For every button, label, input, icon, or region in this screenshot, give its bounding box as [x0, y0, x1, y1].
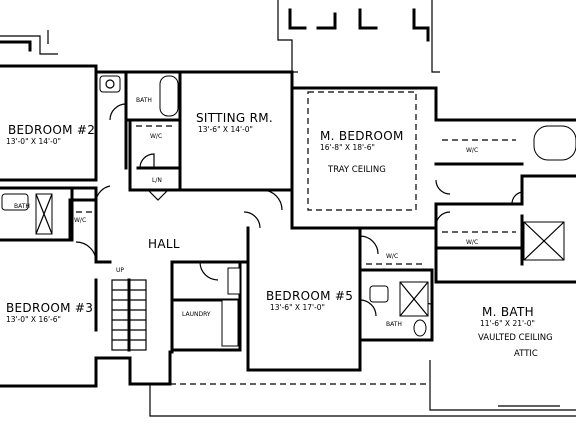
closet-shelves — [76, 125, 516, 265]
master-bath-name: M. BATH — [482, 305, 534, 319]
wic-label-sitting: W/C — [150, 133, 163, 140]
sitting-room-name: SITTING RM. — [196, 111, 274, 125]
master-bedroom-dims: 16'-8" X 18'-6" — [320, 143, 375, 152]
bedroom5-dims: 13'-6" X 17'-0" — [270, 303, 325, 312]
stairs-up-label: UP — [116, 267, 125, 274]
interior-walls — [70, 70, 524, 372]
bath-label-upper: BATH — [136, 97, 152, 104]
bedroom3-name: BEDROOM #3 — [6, 301, 94, 315]
wic-label-bedroom5: W/C — [386, 253, 399, 260]
master-bedroom-name: M. BEDROOM — [320, 129, 404, 143]
tray-ceiling-outline — [307, 91, 417, 211]
staircase — [111, 278, 147, 352]
bedroom2-name: BEDROOM #2 — [8, 123, 96, 137]
sitting-room-dims: 13'-6" X 14'-0" — [198, 125, 253, 134]
master-bedroom-note: TRAY CEILING — [328, 165, 386, 175]
master-bath-note: VAULTED CEILING — [478, 333, 553, 343]
bedroom2-dims: 13'-0" X 14'-0" — [6, 137, 61, 146]
linen-label: L/N — [152, 177, 162, 184]
attic-outline — [149, 360, 576, 417]
roof-outline — [0, 0, 440, 73]
bath-label-lower: BATH — [386, 321, 402, 328]
wic-label-bedroom3: W/C — [74, 217, 87, 224]
wic-label-master-lower: W/C — [466, 239, 479, 246]
attic-name: ATTIC — [514, 349, 538, 359]
fixtures — [1, 75, 576, 347]
hall-name: HALL — [148, 237, 180, 251]
master-bath-dims: 11'-6" X 21'-0" — [480, 319, 535, 328]
wic-label-master-upper: W/C — [466, 147, 479, 154]
bath-label-left: BATH — [14, 203, 30, 210]
laundry-label: LAUNDRY — [182, 311, 211, 318]
bedroom5-name: BEDROOM #5 — [266, 289, 354, 303]
bedroom3-dims: 13'-0" X 16'-6" — [6, 315, 61, 324]
door-swings — [75, 103, 523, 317]
